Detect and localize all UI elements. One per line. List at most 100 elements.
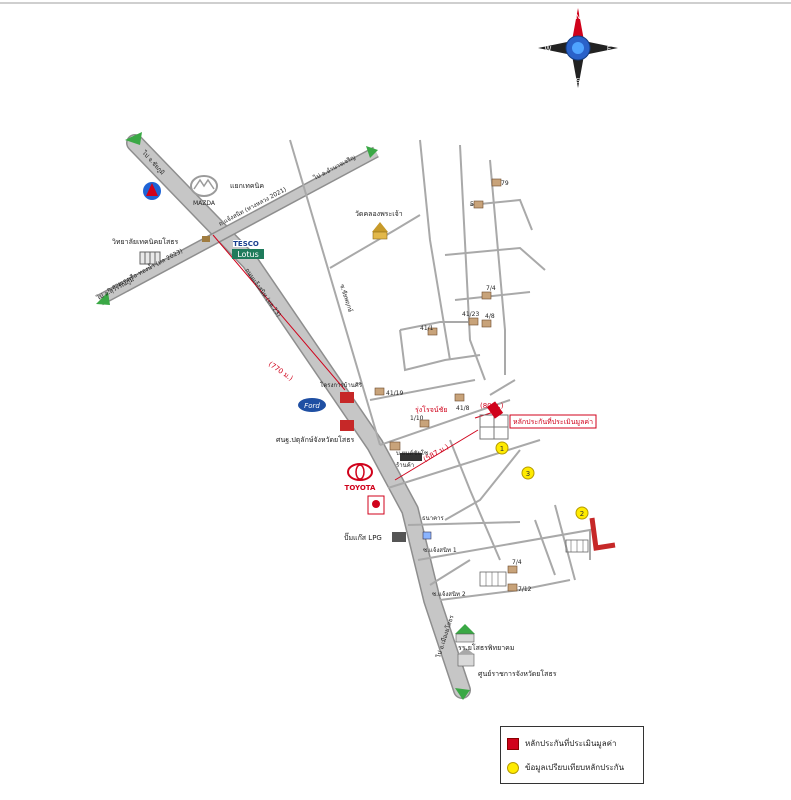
- label-ford-shop: ศนฐ.ปตุลักษ์จังหวัดยโสธร: [276, 435, 354, 444]
- road-mid: [419, 139, 451, 361]
- road-right-1: [459, 144, 486, 381]
- temple-icon: [372, 222, 388, 240]
- label-house-5: 5: [470, 201, 474, 208]
- label-house-1-10: 1/10: [410, 415, 424, 422]
- compass-e: E: [607, 45, 611, 53]
- arrow-s-icon: [455, 688, 470, 700]
- mazda-logo-icon: MAZDA: [190, 175, 218, 207]
- comparable-3-icon: [521, 466, 535, 480]
- label-house-7-4: 7/4: [486, 285, 496, 292]
- map-labels: ไป จ.ชัยภูมิ ไป อ.อำนาจเจริญ ไป อ.สุวรรณ…: [94, 148, 556, 678]
- label-distance-1: (770 ม.): [267, 360, 295, 383]
- label-college: วิทยาลัยเทคนิคยโสธร: [112, 237, 179, 246]
- tesco-lotus-logo-icon: TESCO Lotus: [232, 240, 264, 259]
- direction-arrow-icons: [96, 132, 470, 700]
- bank2-icon: [422, 531, 432, 540]
- bank-logo-icon: [367, 495, 385, 515]
- comparable-2-label: 2: [580, 510, 584, 518]
- compass-icon: N S W E: [538, 8, 618, 88]
- label-insurance-office: โครงการบ้านศิริ: [320, 381, 363, 389]
- school-icon: [455, 624, 475, 643]
- gov-center-icon: [457, 648, 475, 667]
- compass-s: S: [576, 77, 581, 85]
- label-soi-b: ซ.แจ้งสนิท 1: [423, 547, 457, 554]
- road-top-branch: [469, 198, 533, 231]
- house-7-4-icon: [481, 291, 492, 300]
- house-41-23-icon: [468, 317, 479, 326]
- compass-w: W: [545, 45, 552, 53]
- legend-row-comparable: ข้อมูลเปรียบเทียบหลักประกัน: [507, 761, 624, 774]
- legend-comparable-swatch-icon: [507, 761, 519, 774]
- road-right-2: [489, 159, 506, 375]
- lotus-label: Lotus: [237, 250, 259, 259]
- legend-row-subject: หลักประกันที่ประเมินมูลค่า: [507, 737, 616, 750]
- road-cross-4: [369, 379, 476, 401]
- distance-line-2: [394, 429, 479, 481]
- road-vertical-1: [289, 139, 381, 446]
- road-cross-3: [399, 321, 470, 331]
- label-dealer: บ.ยนต์ชัยโซ: [396, 449, 428, 457]
- tesco-label: TESCO: [233, 240, 259, 248]
- label-distance-3: (587 ม.): [422, 443, 450, 464]
- globe-inner: [572, 42, 584, 54]
- legend-comparable-label: ข้อมูลเปรียบเทียบหลักประกัน: [525, 763, 625, 772]
- office-building-icon: [340, 392, 354, 403]
- subject-callout: หลักประกันที่ประเมินมูลค่า: [509, 414, 597, 429]
- road-cross-9: [429, 559, 471, 586]
- college-building-icon: [139, 251, 161, 265]
- house-icons: [374, 178, 518, 592]
- ford-label: Ford: [304, 402, 320, 410]
- mazda-label: MAZDA: [193, 200, 216, 207]
- road-cross-2: [454, 291, 531, 301]
- comparable-2-icon: [575, 506, 589, 520]
- legend-subject-label: หลักประกันที่ประเมินมูลค่า: [525, 739, 617, 748]
- label-house-7-12: 7/12: [518, 586, 532, 593]
- road-loop: [399, 329, 481, 372]
- label-shop: ร้านค้า: [396, 462, 414, 469]
- label-temple: วัดคลองพระเจ้า: [355, 210, 403, 218]
- road-diag-2: [449, 439, 501, 561]
- fuel-station-icon: [143, 182, 161, 200]
- house-1-10-icon: [419, 419, 430, 428]
- shop-icon: [389, 441, 401, 451]
- road-temple: [329, 214, 421, 269]
- comparable-markers: 1 2 3: [495, 441, 589, 520]
- highway-2021: [97, 146, 379, 306]
- comparable-1-label: 1: [500, 445, 504, 453]
- label-soi-c: ซ.แจ้งสนิท 2: [432, 591, 466, 598]
- compass-east-arrow: [584, 41, 618, 55]
- legend-subject-swatch-icon: [507, 737, 519, 750]
- compass-west-arrow: [538, 41, 572, 55]
- road-diag-1: [444, 449, 521, 521]
- label-house-41-1: 41/1: [420, 325, 434, 332]
- ford-shop-building-icon: [340, 420, 354, 431]
- comparable-3-label: 3: [526, 470, 530, 478]
- label-distance-2: (80 ม.): [480, 402, 504, 410]
- road-stub: [489, 379, 516, 396]
- arrow-ne-icon: [366, 146, 378, 158]
- comparable-2-parcel-icon: [565, 517, 616, 553]
- arrow-sw-icon: [96, 292, 110, 305]
- house-4-8-icon: [481, 319, 492, 328]
- highway-23: [126, 134, 471, 699]
- house-41-1-icon: [427, 327, 438, 336]
- house-41-8-icon: [454, 393, 465, 402]
- distance-line-1: [212, 234, 346, 391]
- house-7-4b-icon: [507, 565, 518, 574]
- toyota-label: TOYOTA: [345, 484, 376, 492]
- road-cross-1: [444, 246, 546, 271]
- local-roads: [289, 139, 591, 601]
- road-vert-2: [534, 519, 556, 576]
- label-house-41-8: 41/8: [456, 405, 470, 412]
- comparable-1-icon: [495, 441, 509, 455]
- subject-property-icon: [479, 401, 509, 440]
- house-41-19-icon: [374, 387, 385, 396]
- label-fuel: ปั๊มแก๊ส LPG: [344, 532, 382, 542]
- vehicle-icon: [400, 453, 422, 461]
- label-bank: ธนาคาร: [422, 515, 445, 522]
- road-vert-3: [554, 504, 576, 581]
- subject-callout-label: หลักประกันที่ประเมินมูลค่า: [513, 417, 593, 426]
- map-legend: หลักประกันที่ประเมินมูลค่า ข้อมูลเปรียบเ…: [500, 726, 644, 784]
- arrow-nw-icon: [125, 132, 142, 145]
